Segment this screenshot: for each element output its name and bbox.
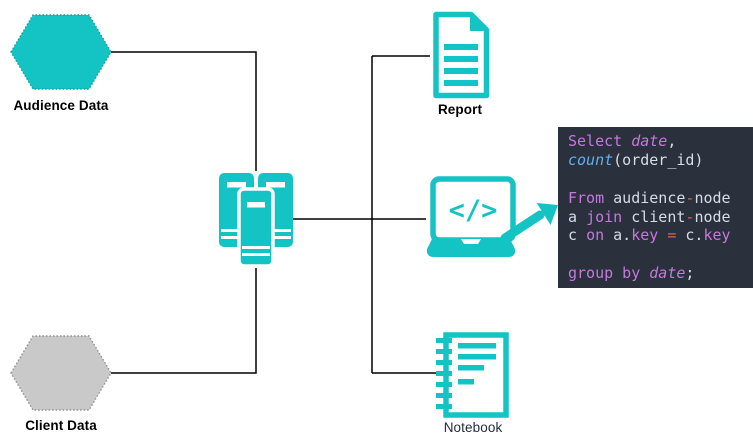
code-line (568, 245, 753, 264)
notebook-label: Notebook (443, 420, 503, 435)
laptop-code-icon: </> (426, 176, 516, 257)
document-report-icon (433, 11, 490, 99)
client-data-hexagon (10, 335, 112, 411)
audience-data-label: Audience Data (13, 98, 109, 113)
code-panel: Select date,count(order_id) From audienc… (558, 127, 753, 288)
laptop-screen-code-text: </> (449, 195, 498, 226)
code-line: From audience-node (568, 188, 731, 207)
report-label: Report (437, 102, 483, 117)
arrow-icon (500, 203, 558, 243)
code-line: group by date; (568, 264, 695, 283)
code-line (568, 170, 753, 189)
code-line: c on a.key = c.key (568, 226, 731, 245)
client-data-label: Client Data (25, 418, 97, 433)
code-line: count(order_id) (568, 150, 704, 169)
audience-data-hexagon (10, 14, 112, 90)
notebook-icon (436, 332, 509, 418)
code-line: Select date, (568, 132, 677, 150)
code-line: a join client-node (568, 207, 731, 226)
server-cluster-icon (219, 173, 293, 268)
